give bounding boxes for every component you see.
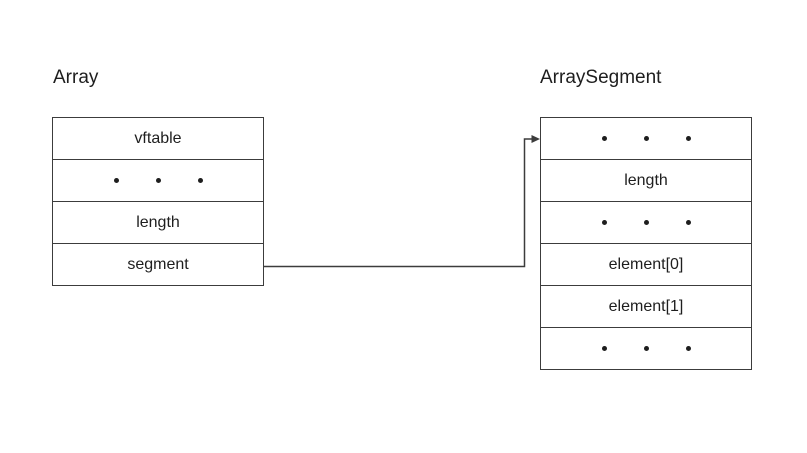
- table-row-element-1: element[1]: [541, 286, 751, 328]
- ellipsis-dot: [113, 178, 119, 183]
- ellipsis-dot: [155, 178, 161, 183]
- cell-label: element[1]: [608, 297, 684, 315]
- pointer-arrow-line: [264, 138, 533, 268]
- array-table: vftable length segment: [52, 117, 264, 286]
- table-row-ellipsis: [53, 160, 263, 202]
- pointer-arrowhead: [531, 135, 540, 143]
- ellipsis-dot: [685, 136, 691, 141]
- cell-label: length: [136, 213, 180, 231]
- table-row-ellipsis: [541, 118, 751, 160]
- ellipsis-dot: [643, 136, 649, 141]
- table-row-length: length: [53, 202, 263, 244]
- table-row-element-0: element[0]: [541, 244, 751, 286]
- ellipsis-dot: [197, 178, 203, 183]
- ellipsis-dot: [601, 346, 607, 351]
- table-row-vftable: vftable: [53, 118, 263, 160]
- ellipsis-dot: [601, 220, 607, 225]
- table-row-length: length: [541, 160, 751, 202]
- array-block-title: Array: [53, 67, 99, 88]
- table-row-segment: segment: [53, 244, 263, 285]
- cell-label: length: [624, 171, 668, 189]
- ellipsis-dot: [601, 136, 607, 141]
- ellipsis-dot: [643, 346, 649, 351]
- cell-label: segment: [127, 255, 189, 273]
- ellipsis-dot: [643, 220, 649, 225]
- arraysegment-block-title: ArraySegment: [540, 67, 662, 88]
- ellipsis-dot: [685, 346, 691, 351]
- table-row-ellipsis: [541, 328, 751, 369]
- cell-label: element[0]: [608, 255, 684, 273]
- cell-label: vftable: [134, 129, 182, 147]
- ellipsis-dot: [685, 220, 691, 225]
- table-row-ellipsis: [541, 202, 751, 244]
- arraysegment-table: length element[0] element[1]: [540, 117, 752, 370]
